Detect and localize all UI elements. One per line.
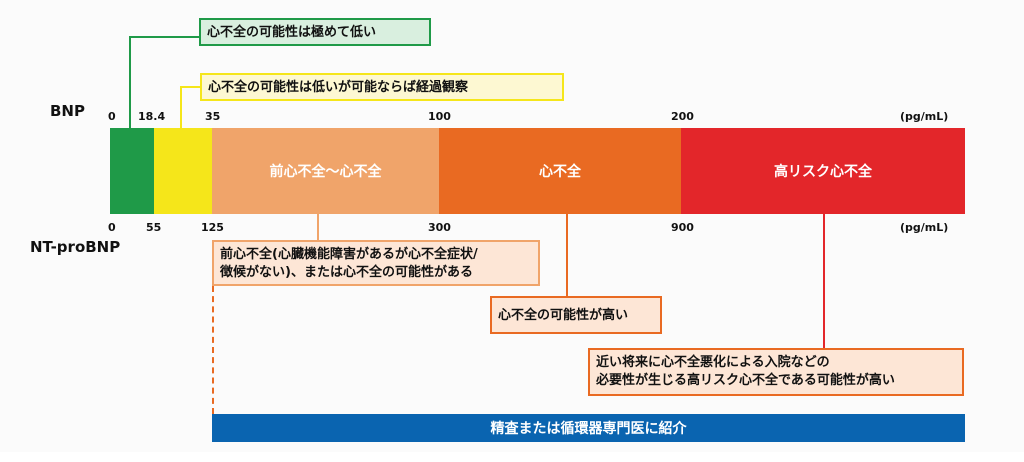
connector-low — [180, 86, 182, 128]
connector-very-low — [129, 36, 131, 128]
connector-high-risk — [823, 214, 825, 348]
callout-high-risk-line2: 必要性が生じる高リスク心不全である可能性が高い — [596, 373, 895, 388]
connector-hf — [566, 214, 568, 296]
connector-very-low-h — [129, 36, 199, 38]
nt-tick-125: 125 — [201, 221, 224, 234]
segment-high-risk-label: 高リスク心不全 — [774, 164, 872, 180]
ntprobnp-label: NT-proBNP — [30, 238, 121, 256]
segment-hf: 心不全 — [439, 128, 681, 214]
nt-tick-300: 300 — [428, 221, 451, 234]
referral-bar: 精査または循環器専門医に紹介 — [212, 414, 965, 442]
segment-pre-hf-label: 前心不全〜心不全 — [269, 164, 382, 180]
segment-high-risk: 高リスク心不全 — [681, 128, 965, 214]
callout-pre-hf: 前心不全(心臓機能障害があるが心不全症状/ 徴候がない)、または心不全の可能性が… — [212, 240, 540, 286]
segment-pre-hf: 前心不全〜心不全 — [212, 128, 439, 214]
bnp-tick-0: 0 — [108, 110, 116, 123]
referral-label: 精査または循環器専門医に紹介 — [490, 421, 687, 437]
segment-hf-label: 心不全 — [539, 164, 581, 180]
connector-pre-hf — [317, 214, 319, 240]
bnp-tick-100: 100 — [428, 110, 451, 123]
callout-high-risk: 近い将来に心不全悪化による入院などの 必要性が生じる高リスク心不全である可能性が… — [588, 348, 964, 396]
callout-pre-hf-line2: 徴候がない)、または心不全の可能性がある — [220, 265, 473, 280]
callout-hf-high: 心不全の可能性が高い — [490, 296, 662, 334]
nt-tick-0: 0 — [108, 221, 116, 234]
callout-pre-hf-line1: 前心不全(心臓機能障害があるが心不全症状/ — [220, 247, 478, 262]
bnp-label: BNP — [50, 102, 85, 120]
connector-referral-dashed — [212, 286, 214, 414]
nt-tick-900: 900 — [671, 221, 694, 234]
segment-low — [154, 128, 212, 214]
bnp-unit: (pg/mL) — [900, 110, 949, 123]
callout-very-low: 心不全の可能性は極めて低い — [199, 18, 431, 46]
callout-high-risk-line1: 近い将来に心不全悪化による入院などの — [596, 355, 830, 370]
bottom-strip — [0, 452, 1024, 462]
nt-unit: (pg/mL) — [900, 221, 949, 234]
bnp-tick-200: 200 — [671, 110, 694, 123]
segment-very-low — [110, 128, 154, 214]
connector-low-h — [180, 86, 200, 88]
nt-tick-55: 55 — [146, 221, 162, 234]
bnp-tick-18-4: 18.4 — [138, 110, 166, 123]
callout-low: 心不全の可能性は低いが可能ならば経過観察 — [200, 73, 564, 101]
bnp-tick-35: 35 — [205, 110, 221, 123]
